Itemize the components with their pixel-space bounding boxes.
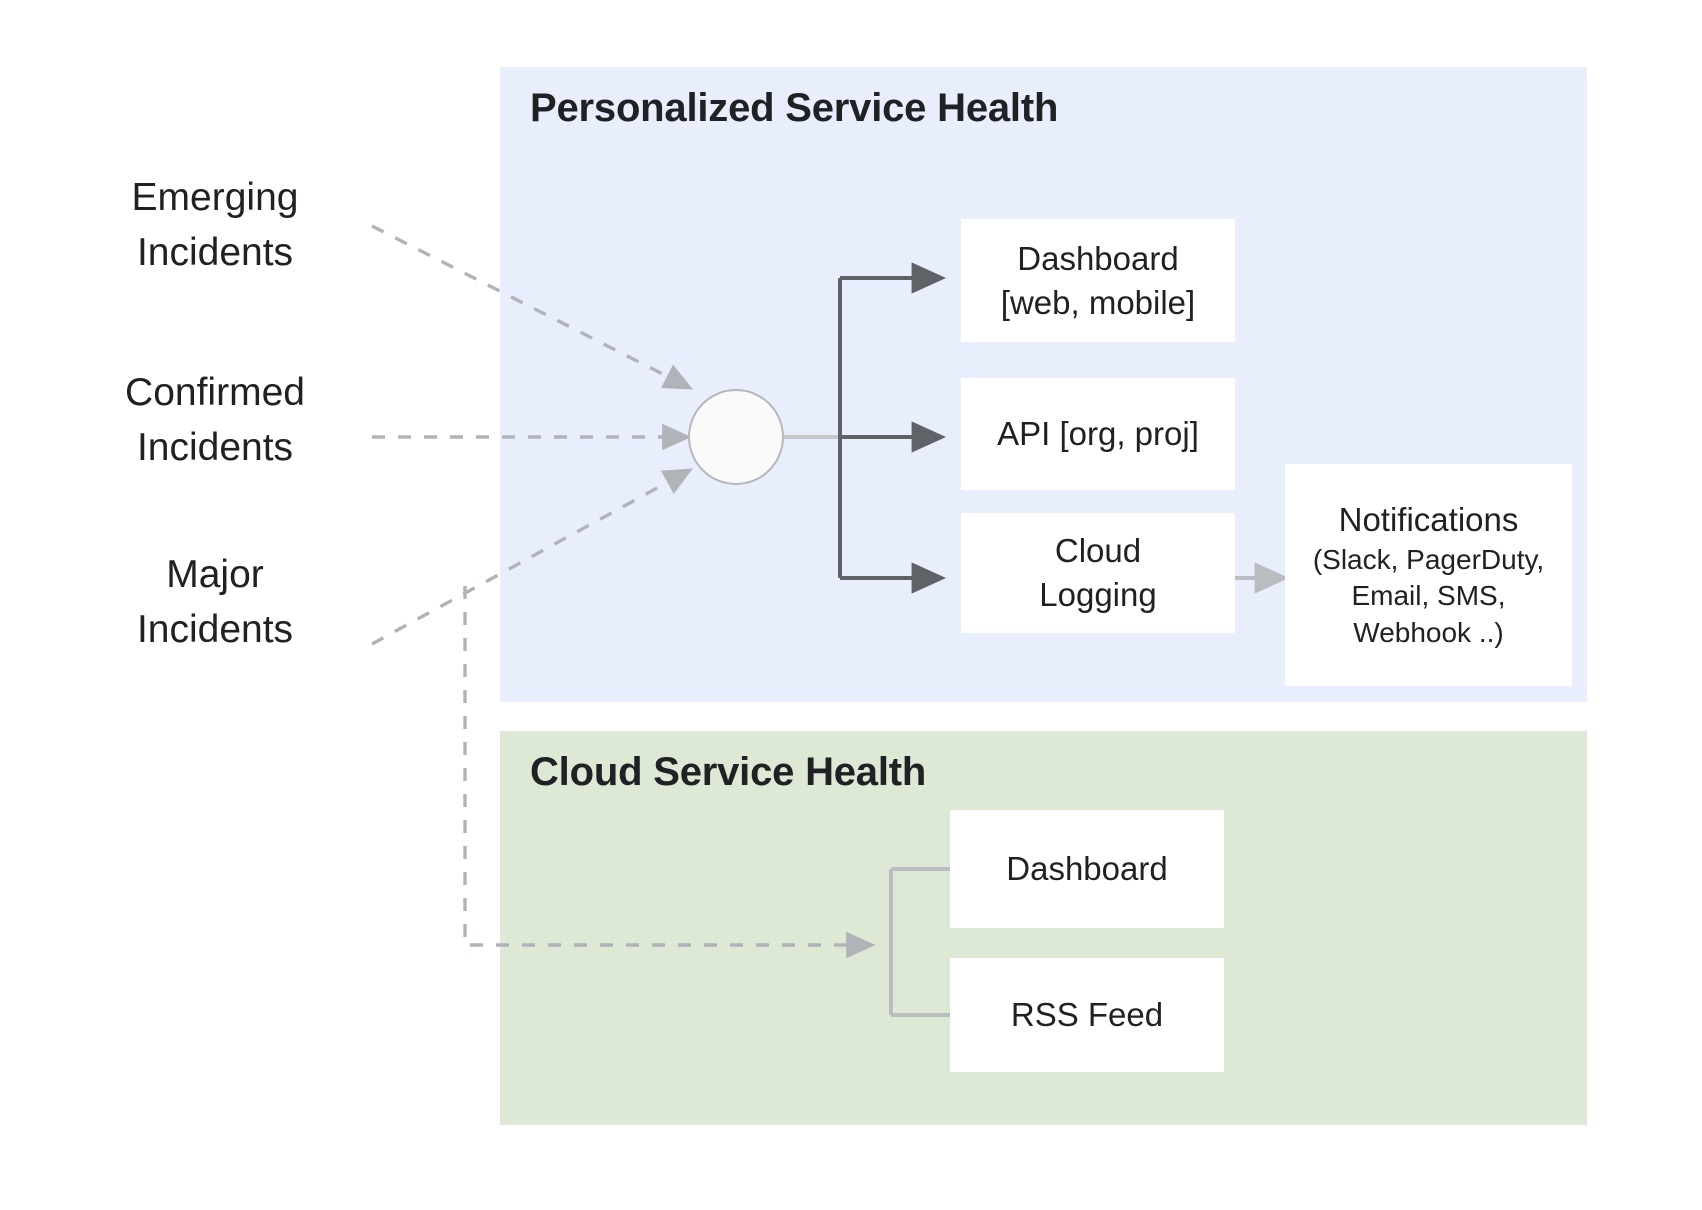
cloud-service-health-title: Cloud Service Health	[530, 750, 927, 794]
node-psh-dashboard[interactable]: Dashboard [web, mobile]	[961, 219, 1235, 342]
edge-major-to-hub	[371, 468, 693, 646]
node-csh-dashboard[interactable]: Dashboard	[950, 810, 1224, 928]
aggregation-hub[interactable]	[688, 389, 784, 485]
node-psh-cloud-logging-label: Cloud Logging	[1039, 532, 1157, 613]
source-label-confirmed-incidents: Confirmed Incidents	[125, 371, 305, 470]
node-psh-api[interactable]: API [org, proj]	[961, 378, 1235, 490]
node-psh-cloud-logging[interactable]: Cloud Logging	[961, 513, 1235, 633]
node-psh-dashboard-label: Dashboard [web, mobile]	[1000, 239, 1196, 321]
node-csh-dashboard-label: Dashboard	[1006, 850, 1168, 888]
node-csh-rss-feed[interactable]: RSS Feed	[950, 958, 1224, 1072]
edge-emerging-to-hub	[371, 224, 694, 390]
node-psh-notifications-subtitle: (Slack, PagerDuty, Email, SMS, Webhook .…	[1312, 543, 1545, 648]
source-label-emerging-incidents: Emerging Incidents	[131, 176, 299, 275]
node-csh-rss-feed-label: RSS Feed	[1010, 996, 1164, 1034]
node-psh-notifications-title: Notifications	[1338, 500, 1519, 538]
node-psh-api-label: API [org, proj]	[997, 415, 1199, 453]
node-psh-notifications[interactable]: Notifications (Slack, PagerDuty, Email, …	[1285, 464, 1572, 686]
personalized-service-health-title: Personalized Service Health	[530, 86, 1059, 130]
source-label-major-incidents: Major Incidents	[136, 553, 294, 652]
